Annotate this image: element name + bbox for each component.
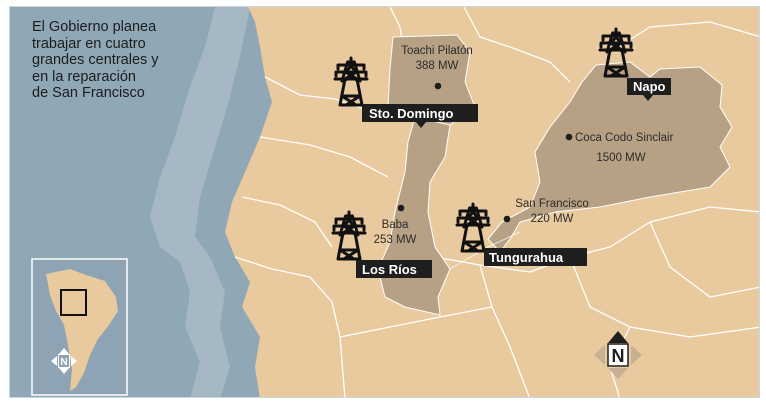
intro-line: trabajar en cuatro [32, 35, 146, 52]
plant-capacity: 253 MW [374, 234, 417, 246]
locator-inset: N [31, 258, 128, 396]
province-tag-label: Napo [633, 79, 666, 94]
inset-compass-letter: N [60, 357, 67, 368]
plant-capacity: 220 MW [531, 213, 574, 225]
plant-marker-toachi-pilaton[interactable]: Toachi Pilatón 388 MW [401, 45, 473, 90]
province-los-rios[interactable]: Los Ríos [331, 210, 432, 278]
map: Toachi Pilatón 388 MW Coca Codo Sinclair… [10, 7, 759, 397]
coast-shelf [150, 7, 250, 397]
tag-background [356, 260, 432, 278]
plant-dot [503, 215, 511, 223]
compass-arrow-up [608, 331, 628, 343]
intro-line: en la reparación [32, 68, 136, 85]
intro-line: El Gobierno planea [32, 19, 157, 35]
compass-icon: N [594, 331, 642, 379]
intro-line: de San Francisco [32, 85, 145, 101]
compass-box [607, 343, 629, 367]
plant-dot [397, 204, 405, 212]
plant-marker-san-francisco[interactable]: San Francisco 220 MW [503, 198, 589, 225]
inset-compass-icon: N [51, 348, 77, 374]
tag-background [627, 78, 671, 101]
compass-arrow-right [631, 345, 642, 365]
region-napo [487, 61, 733, 253]
plant-dot [565, 133, 573, 141]
province-tag-label: Tungurahua [489, 250, 564, 265]
intro-text: El Gobierno planea trabajar en cuatro gr… [32, 19, 202, 102]
plant-marker-coca-codo-sinclair[interactable]: Coca Codo Sinclair 1500 MW [565, 132, 674, 164]
tag-background [484, 248, 587, 266]
plant-capacity: 1500 MW [596, 152, 645, 164]
province-tag-label: Los Ríos [362, 262, 417, 277]
province-tungurahua[interactable]: Tungurahua [455, 202, 587, 266]
roads [449, 231, 521, 270]
province-borders [234, 7, 759, 397]
plant-name: Coca Codo Sinclair [575, 132, 674, 144]
inset-locator-box [60, 289, 87, 316]
land-mass [225, 7, 759, 397]
map-frame: Toachi Pilatón 388 MW Coca Codo Sinclair… [9, 6, 760, 398]
intro-line: grandes centrales y [32, 52, 159, 68]
province-sto-domingo[interactable]: Sto. Domingo [333, 56, 478, 128]
compass-letter: N [612, 346, 625, 366]
plant-name: Baba [382, 219, 409, 231]
province-tag-label: Sto. Domingo [369, 106, 454, 121]
south-america-silhouette [46, 269, 118, 391]
tag-background [362, 104, 478, 128]
plant-name: San Francisco [515, 198, 589, 210]
compass-arrow-down [608, 368, 628, 379]
compass-arrow-left [594, 345, 605, 365]
plant-dot [434, 82, 442, 90]
plant-capacity: 388 MW [416, 60, 459, 72]
plant-marker-baba[interactable]: Baba 253 MW [374, 204, 417, 246]
province-napo[interactable]: Napo [598, 27, 671, 101]
plant-name: Toachi Pilatón [401, 45, 473, 57]
